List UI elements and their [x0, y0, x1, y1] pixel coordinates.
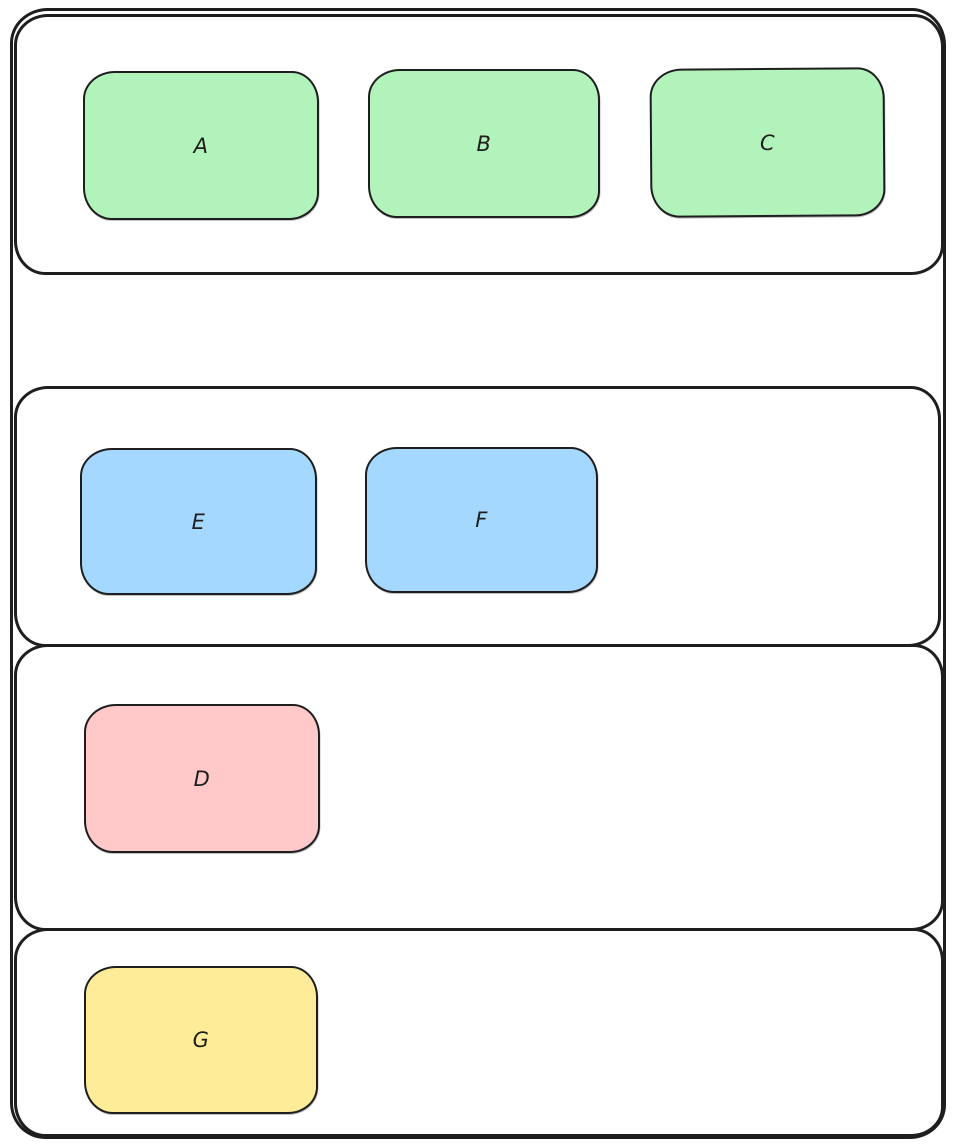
section-top-shape[interactable] — [14, 14, 944, 275]
node-e-label: E — [191, 509, 206, 534]
node-f[interactable]: F — [365, 447, 598, 593]
section-bottom-shape[interactable] — [14, 928, 944, 1137]
node-f-label: F — [475, 508, 488, 532]
node-g-label: G — [192, 1028, 210, 1052]
node-c[interactable]: C — [649, 67, 886, 218]
node-a[interactable]: A — [83, 71, 319, 220]
node-g[interactable]: G — [84, 966, 318, 1114]
node-e[interactable]: E — [80, 448, 317, 595]
node-c-label: C — [759, 130, 776, 155]
node-d-label: D — [193, 766, 211, 791]
node-b-label: B — [476, 131, 492, 156]
outer-container-shape[interactable] — [10, 8, 946, 1139]
node-b[interactable]: B — [368, 69, 600, 218]
node-d[interactable]: D — [84, 704, 320, 853]
node-a-label: A — [193, 133, 209, 158]
